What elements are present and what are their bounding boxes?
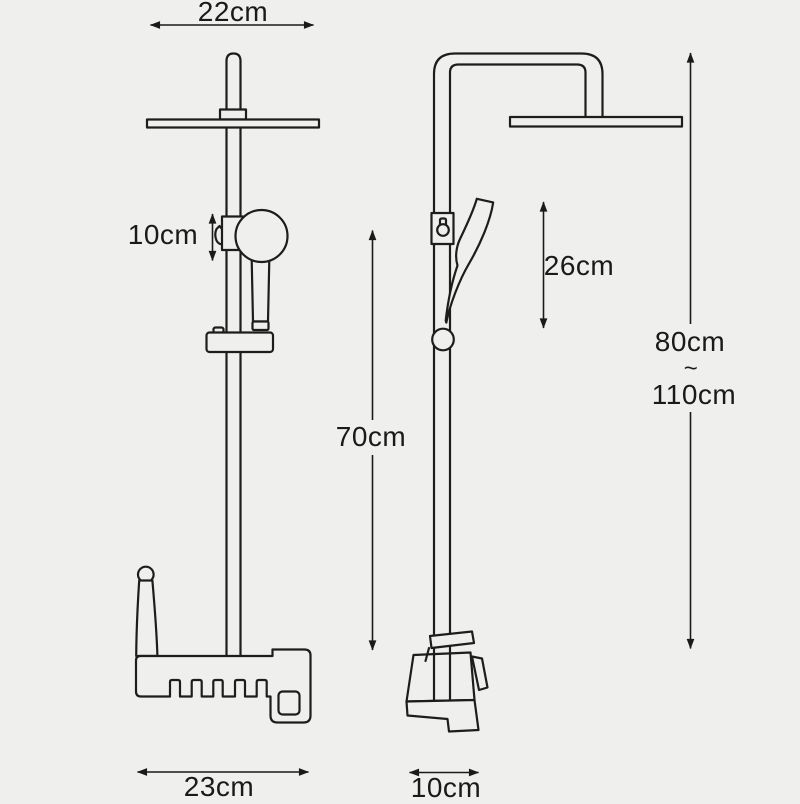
riser-pipe-side-outer bbox=[432, 52, 604, 703]
storage-shelf-front bbox=[205, 331, 275, 354]
dim-label-head-width: 22cm bbox=[197, 0, 269, 27]
dim-label-height-separator: ~ bbox=[683, 355, 699, 382]
valve-outlet-front bbox=[277, 690, 301, 716]
head-connector-front bbox=[218, 108, 248, 121]
valve-bracket-side bbox=[470, 655, 489, 692]
dimension-lines bbox=[136, 21, 695, 777]
dim-label-slidebar-height: 70cm bbox=[335, 421, 407, 452]
valve-lever-front bbox=[135, 579, 159, 658]
dim-label-height-min: 80cm bbox=[654, 326, 726, 357]
head-plate-side bbox=[508, 115, 684, 128]
valve-lever-tail bbox=[424, 646, 431, 663]
head-plate-front bbox=[145, 118, 321, 129]
front-view-drawing bbox=[134, 52, 321, 724]
dim-label-valve-width: 23cm bbox=[183, 771, 255, 802]
riser-pipe-side-inner bbox=[448, 63, 587, 703]
pipe-knob-side bbox=[431, 327, 455, 352]
shower-valve-base-side bbox=[405, 698, 480, 733]
dim-label-handshower-height: 26cm bbox=[543, 250, 615, 281]
hand-shower-nozzle-front bbox=[251, 320, 270, 332]
mixer-valve-front bbox=[134, 648, 312, 724]
bracket-keyhole-circle bbox=[436, 223, 450, 237]
side-view-drawing bbox=[405, 52, 684, 733]
dim-label-valve-depth: 10cm bbox=[410, 772, 482, 803]
dim-label-handshower-offset: 10cm bbox=[127, 219, 199, 250]
shower-valve-body-side bbox=[405, 651, 476, 703]
dim-label-height-max: 110cm bbox=[651, 379, 737, 410]
hand-shower-side bbox=[444, 197, 495, 324]
hand-shower-head-front bbox=[234, 208, 289, 264]
valve-lever-side bbox=[428, 630, 476, 650]
riser-pipe-front bbox=[225, 52, 242, 659]
